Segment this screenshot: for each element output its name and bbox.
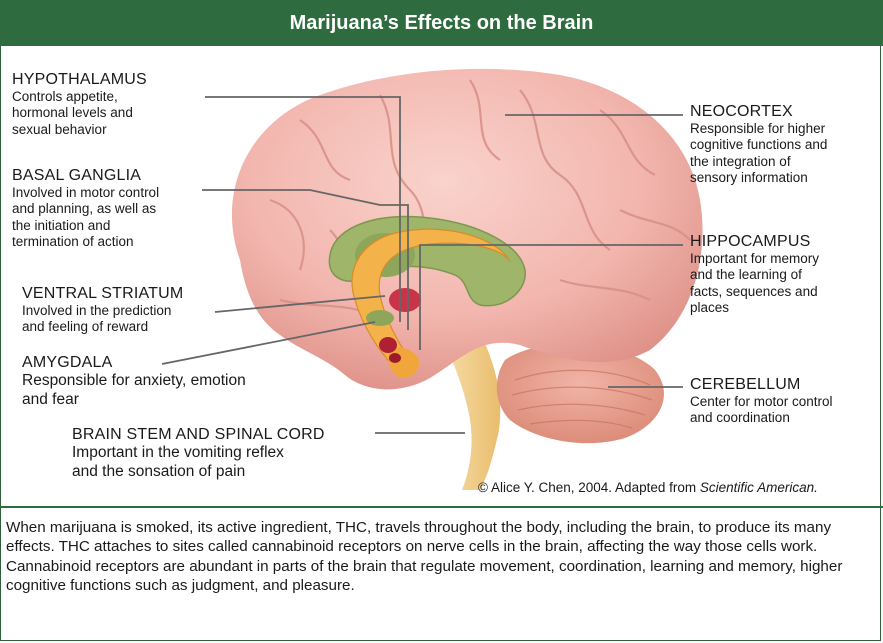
label-cerebellum: CEREBELLUM Center for motor control and … xyxy=(690,375,833,427)
ventral-striatum-desc-2: and feeling of reward xyxy=(22,319,183,335)
image-credit: © Alice Y. Chen, 2004. Adapted from Scie… xyxy=(478,480,818,495)
label-ventral-striatum: VENTRAL STRIATUM Involved in the predict… xyxy=(22,284,183,336)
hippocampus-desc-4: places xyxy=(690,300,819,316)
basal-ganglia-desc-2: and planning, as well as xyxy=(12,201,159,217)
amygdala-title: AMYGDALA xyxy=(22,353,246,372)
amygdala-desc-1: Responsible for anxiety, emotion xyxy=(22,372,246,391)
ventral-striatum-shape xyxy=(389,288,421,312)
neocortex-title: NEOCORTEX xyxy=(690,102,827,121)
label-hypothalamus: HYPOTHALAMUS Controls appetite, hormonal… xyxy=(12,70,147,138)
hippocampus-desc-2: and the learning of xyxy=(690,267,819,283)
brain-stem-title: BRAIN STEM AND SPINAL CORD xyxy=(72,425,325,444)
hypothalamus-desc-3: sexual behavior xyxy=(12,122,147,138)
label-basal-ganglia: BASAL GANGLIA Involved in motor control … xyxy=(12,166,159,250)
basal-ganglia-title: BASAL GANGLIA xyxy=(12,166,159,185)
brain-stem-desc-1: Important in the vomiting reflex xyxy=(72,444,325,463)
basal-ganglia-desc-3: the initiation and xyxy=(12,218,159,234)
hypothalamus-desc-1: Controls appetite, xyxy=(12,89,147,105)
label-brain-stem: BRAIN STEM AND SPINAL CORD Important in … xyxy=(72,425,325,481)
caption-paragraph-2: Cannabinoid receptors are abundant in pa… xyxy=(6,557,878,596)
brain-stem-desc-2: and the sonsation of pain xyxy=(72,463,325,482)
hippocampus-title: HIPPOCAMPUS xyxy=(690,232,819,251)
credit-source: Scientific American. xyxy=(700,480,818,495)
cerebellum-desc-2: and coordination xyxy=(690,410,833,426)
amygdala-shape-2 xyxy=(389,353,401,363)
label-amygdala: AMYGDALA Responsible for anxiety, emotio… xyxy=(22,353,246,409)
neocortex-desc-2: cognitive functions and xyxy=(690,137,827,153)
neocortex-desc-1: Responsible for higher xyxy=(690,121,827,137)
hippocampus-desc-3: facts, sequences and xyxy=(690,284,819,300)
section-divider xyxy=(0,506,883,508)
basal-ganglia-desc-1: Involved in motor control xyxy=(12,185,159,201)
cerebellum-desc-1: Center for motor control xyxy=(690,394,833,410)
caption-paragraph-1: When marijuana is smoked, its active ing… xyxy=(6,518,878,557)
label-hippocampus: HIPPOCAMPUS Important for memory and the… xyxy=(690,232,819,316)
hypothalamus-desc-2: hormonal levels and xyxy=(12,105,147,121)
hypothalamus-title: HYPOTHALAMUS xyxy=(12,70,147,89)
cerebellum-title: CEREBELLUM xyxy=(690,375,833,394)
ventral-striatum-desc-1: Involved in the prediction xyxy=(22,303,183,319)
ventral-striatum-title: VENTRAL STRIATUM xyxy=(22,284,183,303)
hippocampus-desc-1: Important for memory xyxy=(690,251,819,267)
basal-ganglia-desc-4: termination of action xyxy=(12,234,159,250)
caption-text: When marijuana is smoked, its active ing… xyxy=(6,518,878,596)
credit-prefix: © Alice Y. Chen, 2004. Adapted from xyxy=(478,480,700,495)
amygdala-desc-2: and fear xyxy=(22,391,246,410)
neocortex-desc-4: sensory information xyxy=(690,170,827,186)
amygdala-shape xyxy=(379,337,397,353)
neocortex-desc-3: the integration of xyxy=(690,154,827,170)
label-neocortex: NEOCORTEX Responsible for higher cogniti… xyxy=(690,102,827,186)
